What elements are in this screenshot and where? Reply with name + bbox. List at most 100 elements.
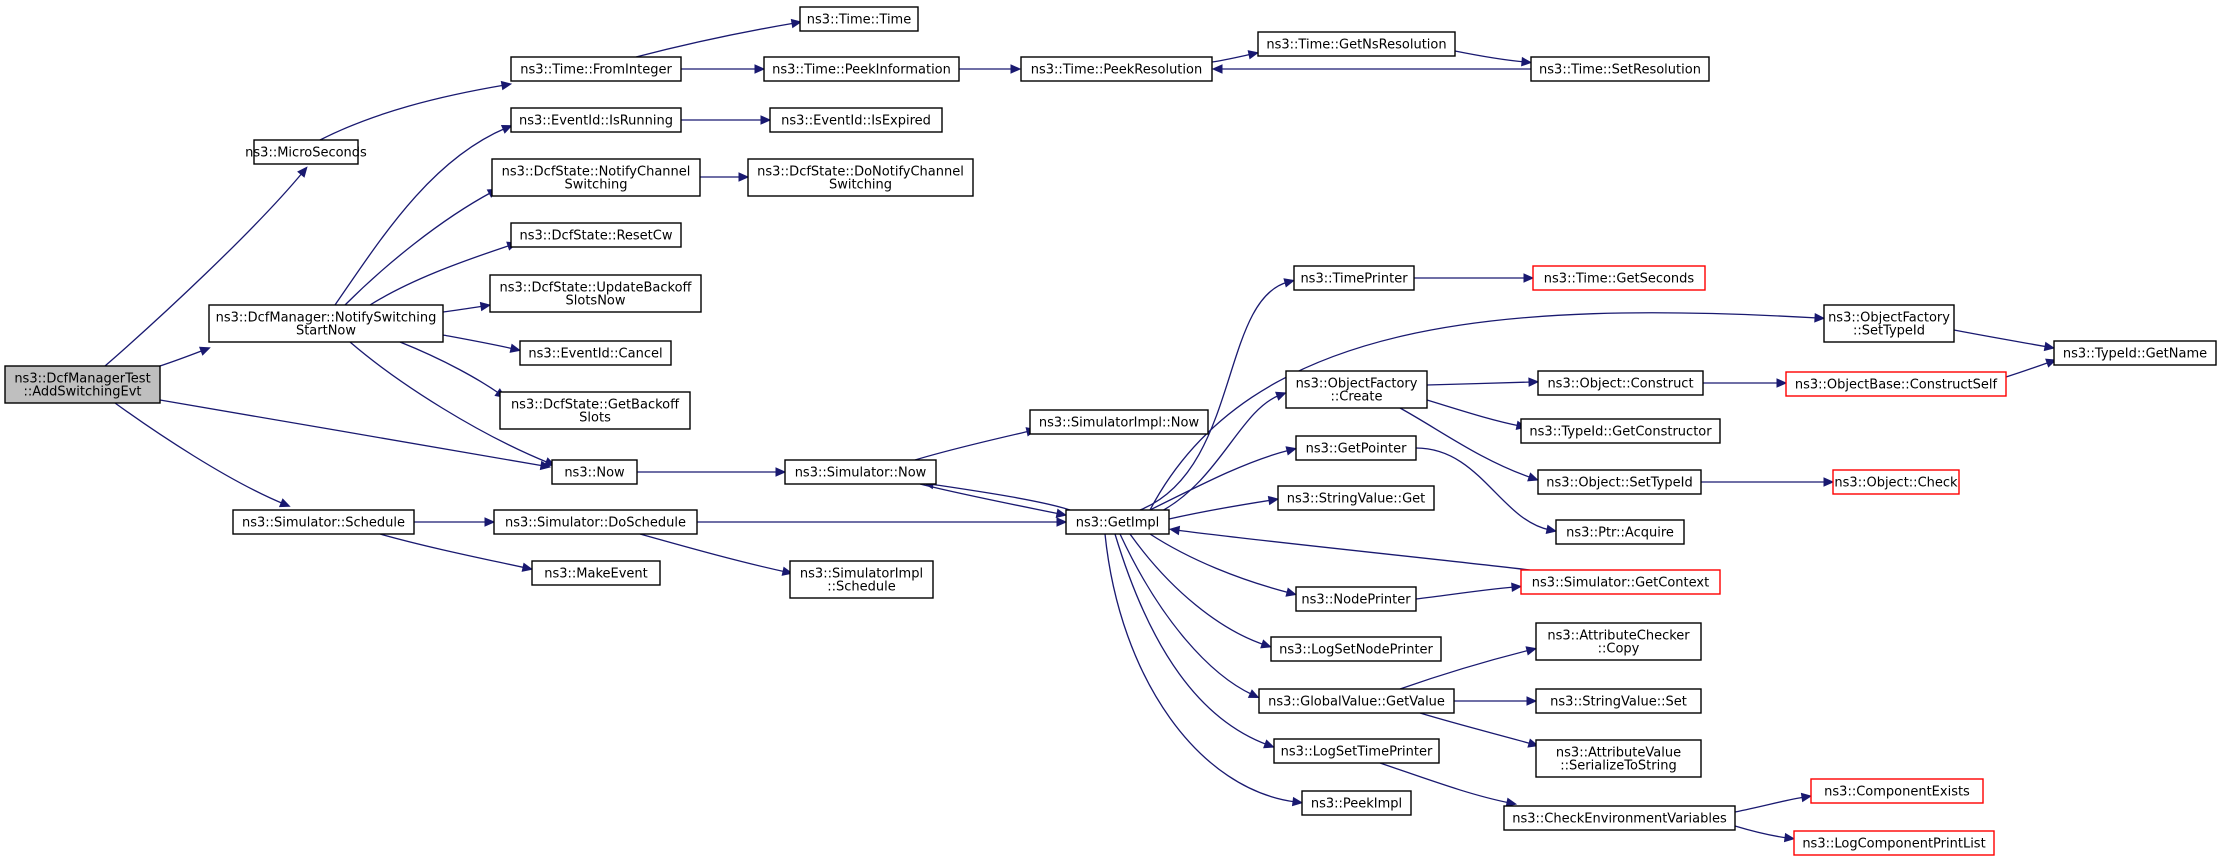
node-getseconds[interactable]: ns3::Time::GetSeconds [1532,265,1706,291]
edge-root-to-micro [104,166,308,367]
node-timeprinter[interactable]: ns3::TimePrinter [1293,265,1415,291]
node-peekimpl[interactable]: ns3::PeekImpl [1301,790,1412,816]
node-getname[interactable]: ns3::TypeId::GetName [2053,340,2217,366]
arrowhead [297,166,308,178]
node-resetcw[interactable]: ns3::DcfState::ResetCw [510,222,682,248]
node-label: Switching [829,178,892,193]
edge-getimpl-to-peekimpl [1104,533,1304,807]
node-check[interactable]: ns3::Object::Check [1832,469,1960,495]
node-box [1285,370,1428,409]
node-box [1503,805,1736,831]
node-getpointer[interactable]: ns3::GetPointer [1295,435,1417,461]
edge-simnow-to-getimpl [919,483,1068,518]
arrowhead [2043,341,2056,352]
node-avserialize[interactable]: ns3::AttributeValue::SerializeToString [1535,739,1702,778]
node-svget[interactable]: ns3::StringValue::Get [1277,485,1435,511]
node-nodeprinter[interactable]: ns3::NodePrinter [1295,586,1417,612]
edge-root-to-schedule [114,402,291,508]
node-label: ns3::GetPointer [1306,442,1407,457]
arrowhead [1275,391,1287,401]
edge-root-to-notify [159,346,211,367]
node-box [1823,304,1955,343]
node-logcompprint[interactable]: ns3::LogComponentPrintList [1793,830,1995,856]
node-objsettypeid[interactable]: ns3::Object::SetTypeId [1537,469,1702,495]
node-simnow[interactable]: ns3::Simulator::Now [784,459,937,485]
node-micro[interactable]: ns3::MicroSeconds [245,139,367,165]
node-simimplnow[interactable]: ns3::SimulatorImpl::Now [1029,409,1209,435]
node-ofcreate[interactable]: ns3::ObjectFactory::Create [1285,370,1428,409]
node-fromint[interactable]: ns3::Time::FromInteger [510,56,682,82]
node-box [1520,569,1721,595]
node-peekinfo[interactable]: ns3::Time::PeekInformation [763,56,960,82]
edge-notify-to-getbackoff [399,341,506,399]
node-box [1832,469,1960,495]
node-checkenv[interactable]: ns3::CheckEnvironmentVariables [1503,805,1736,831]
edge-getimpl-to-logsetnode [1129,533,1272,649]
node-ofsettypeid[interactable]: ns3::ObjectFactory::SetTypeId [1823,304,1955,343]
node-compexists[interactable]: ns3::ComponentExists [1810,778,1984,804]
node-box [1020,56,1213,82]
node-label: Slots [579,411,611,426]
node-root[interactable]: ns3::DcfManagerTest::AddSwitchingEvt [4,365,161,404]
edge-setres-to-peekres [1211,64,1531,74]
arrowhead [509,343,522,353]
node-simimplsched[interactable]: ns3::SimulatorImpl::Schedule [789,560,934,599]
arrowhead [484,517,496,527]
node-schedule[interactable]: ns3::Simulator::Schedule [232,509,415,535]
node-box [510,107,682,133]
node-label: ns3::DcfManager::NotifySwitching [216,311,437,326]
arrowhead [1800,792,1813,803]
arrowhead [1814,313,1826,323]
node-box [1277,485,1435,511]
node-label: ns3::ObjectFactory [1828,311,1950,326]
node-label: ::Copy [1598,642,1640,657]
node-doschedule[interactable]: ns3::Simulator::DoSchedule [493,509,698,535]
node-accopy[interactable]: ns3::AttributeChecker::Copy [1535,622,1702,661]
arrowhead [1783,832,1796,843]
node-svset[interactable]: ns3::StringValue::Set [1535,688,1702,714]
node-logsetnode[interactable]: ns3::LogSetNodePrinter [1270,636,1442,662]
node-gvgetvalue[interactable]: ns3::GlobalValue::GetValue [1258,688,1455,714]
node-label: ns3::Simulator::Schedule [242,516,405,531]
edge-peekinfo-to-peekres [959,64,1022,74]
node-construct[interactable]: ns3::Object::Construct [1537,370,1704,396]
arrowhead [1525,646,1538,656]
node-label: ns3::MicroSeconds [245,146,367,161]
edge-constructself-to-getname [2005,358,2057,378]
node-getcontext[interactable]: ns3::Simulator::GetContext [1520,569,1721,595]
arrowhead [1285,446,1298,456]
node-acquire[interactable]: ns3::Ptr::Acquire [1555,519,1685,545]
node-isrunning[interactable]: ns3::EventId::IsRunning [510,107,682,133]
node-peekres[interactable]: ns3::Time::PeekResolution [1020,56,1213,82]
node-getnsres[interactable]: ns3::Time::GetNsResolution [1257,31,1456,57]
node-time[interactable]: ns3::Time::Time [799,6,919,32]
edge-simnow-to-simimplnow [914,427,1038,461]
node-label: ns3::DcfState::UpdateBackoff [499,281,692,296]
node-label: ns3::GlobalValue::GetValue [1268,695,1445,710]
node-label: ns3::Object::Check [1834,476,1958,491]
edge-checkenv-to-logcompprint [1734,825,1796,843]
node-makeevent[interactable]: ns3::MakeEvent [531,560,661,586]
node-getconstructor[interactable]: ns3::TypeId::GetConstructor [1520,418,1721,444]
node-logsettime[interactable]: ns3::LogSetTimePrinter [1273,738,1440,764]
edge-logsettime-to-checkenv [1379,762,1518,807]
node-setres[interactable]: ns3::Time::SetResolution [1530,56,1710,82]
node-constructself[interactable]: ns3::ObjectBase::ConstructSelf [1785,371,2007,397]
node-label: ns3::Time::SetResolution [1539,63,1701,78]
edge-root-to-now [159,399,552,471]
node-label: ::Schedule [827,580,896,595]
node-box [253,139,359,165]
node-isexpired[interactable]: ns3::EventId::IsExpired [769,107,943,133]
node-getimpl[interactable]: ns3::GetImpl [1065,509,1170,535]
edge-getimpl-to-ofsettypeid [1149,312,1826,511]
node-label: ns3::SimulatorImpl::Now [1039,416,1200,431]
node-cancel[interactable]: ns3::EventId::Cancel [519,340,672,366]
node-now[interactable]: ns3::Now [551,459,638,485]
node-label: ns3::StringValue::Set [1550,695,1687,710]
node-box [499,391,691,430]
